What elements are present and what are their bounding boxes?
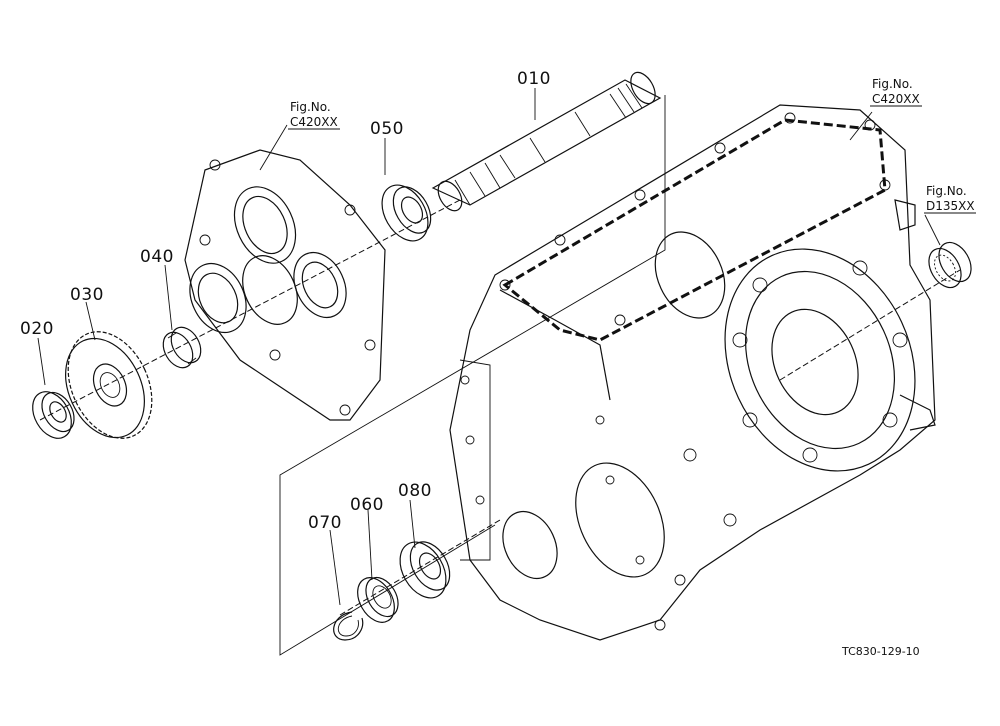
end-cover (184, 149, 386, 421)
transmission-case (449, 104, 936, 641)
part-labels: 010 020 030 040 050 060 070 080 (20, 69, 551, 533)
needle-bearing-d135xx (928, 241, 972, 289)
fig-ref-needle-bearing[interactable]: Fig.No. D135XX (924, 184, 976, 214)
collar-040 (162, 326, 202, 369)
gear-030 (65, 331, 153, 439)
label-060: 060 (350, 495, 384, 515)
shaft-010 (431, 71, 662, 212)
label-080: 080 (398, 481, 432, 501)
fig-ref-title: Fig.No. (872, 77, 913, 91)
figure-references: Fig.No. C420XX Fig.No. C420XX Fig.No. D1… (288, 77, 976, 214)
label-030: 030 (70, 285, 104, 305)
label-020: 020 (20, 319, 54, 339)
label-070: 070 (308, 513, 342, 533)
bearing-080 (399, 541, 451, 599)
snap-ring-070 (333, 611, 364, 641)
leader-lines (37, 88, 961, 656)
fig-ref-code: C420XX (872, 92, 920, 106)
drawing-code: TC830-129-10 (841, 645, 920, 658)
label-050: 050 (370, 119, 404, 139)
fig-ref-end-cover[interactable]: Fig.No. C420XX (288, 100, 340, 130)
seal-060 (357, 576, 399, 623)
fig-ref-case[interactable]: Fig.No. C420XX (870, 77, 922, 107)
fig-ref-title: Fig.No. (290, 100, 331, 114)
label-040: 040 (140, 247, 174, 267)
fig-ref-code: D135XX (926, 199, 975, 213)
bearing-020 (32, 391, 75, 439)
bearing-050 (381, 184, 432, 242)
fig-ref-title: Fig.No. (926, 184, 967, 198)
fig-ref-code: C420XX (290, 115, 338, 129)
label-010: 010 (517, 69, 551, 89)
